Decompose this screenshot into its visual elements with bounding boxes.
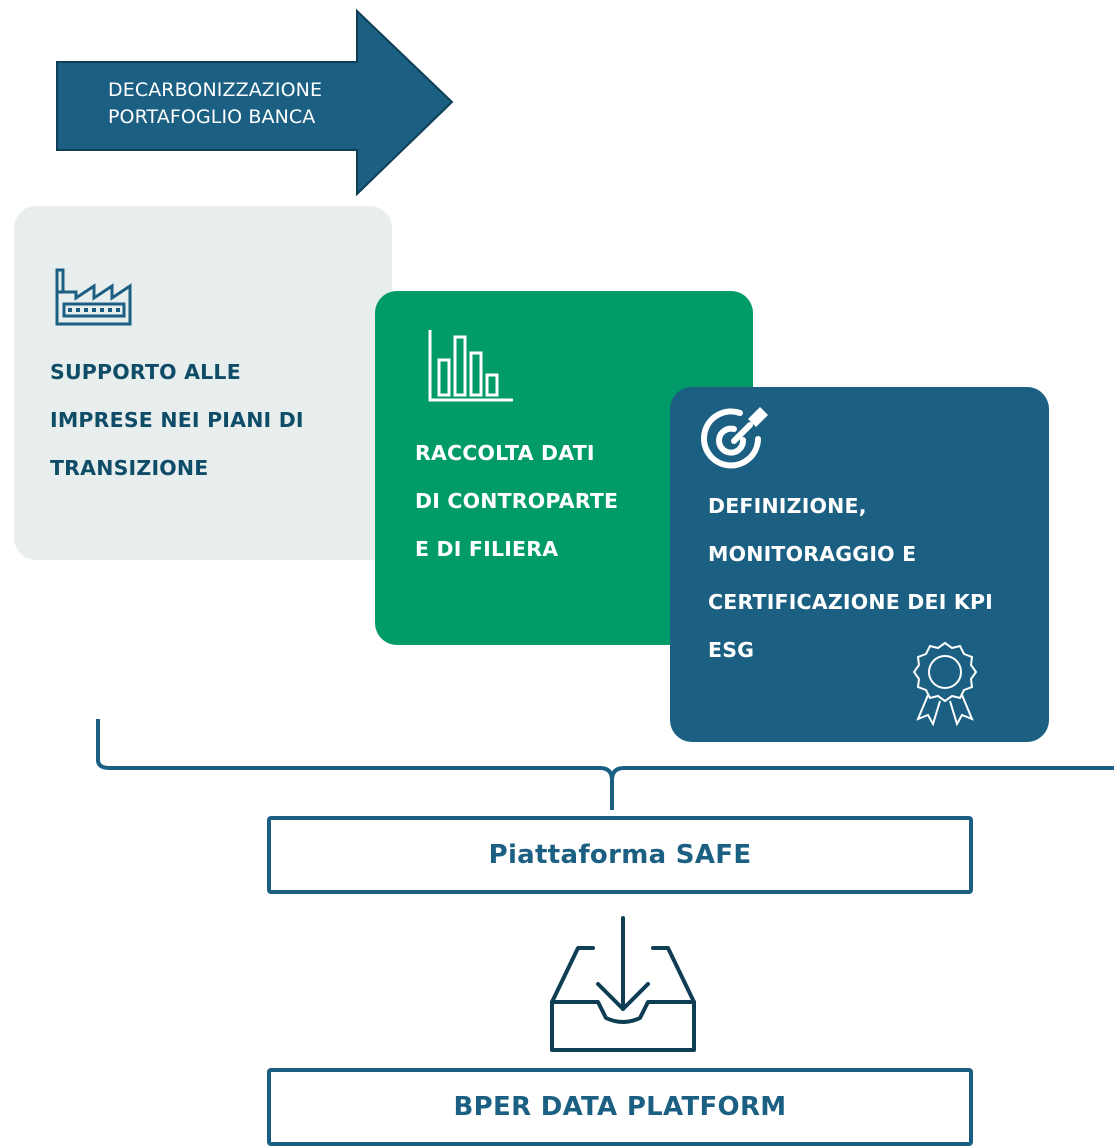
card-title-line: IMPRESE NEI PIANI DI <box>50 408 304 432</box>
card-transition-support: SUPPORTO ALLE IMPRESE NEI PIANI DI TRANS… <box>14 206 392 560</box>
safe-platform-label: Piattaforma SAFE <box>488 840 752 870</box>
card-title: SUPPORTO ALLE IMPRESE NEI PIANI DI TRANS… <box>50 348 304 492</box>
card-title-line: RACCOLTA DATI <box>415 441 595 465</box>
arrow-label-line-2: PORTAFOGLIO BANCA <box>108 106 316 128</box>
target-icon <box>701 407 768 469</box>
card-title-line: DI CONTROPARTE <box>415 489 619 513</box>
arrow-label-line-1: DECARBONIZZAZIONE <box>108 79 323 101</box>
safe-platform-box: Piattaforma SAFE <box>267 816 973 894</box>
card-title-line: MONITORAGGIO E <box>708 542 917 566</box>
bper-data-platform-label: BPER DATA PLATFORM <box>453 1092 787 1122</box>
inbox-download-icon <box>550 916 696 1052</box>
card-title-line: SUPPORTO ALLE <box>50 360 241 384</box>
card-title-line: TRANSIZIONE <box>50 456 209 480</box>
card-title: RACCOLTA DATI DI CONTROPARTE E DI FILIER… <box>415 429 618 573</box>
bper-data-platform-box: BPER DATA PLATFORM <box>267 1068 973 1146</box>
card-title: DEFINIZIONE, MONITORAGGIO E CERTIFICAZIO… <box>708 482 993 674</box>
card-title-line: CERTIFICAZIONE DEI KPI <box>708 590 994 614</box>
arrow-label: DECARBONIZZAZIONE PORTAFOGLIO BANCA <box>108 77 368 131</box>
grouping-bracket <box>96 719 1114 810</box>
card-title-line: DEFINIZIONE, <box>708 494 867 518</box>
decarbonization-arrow <box>56 8 454 197</box>
bar-chart-icon <box>428 330 513 402</box>
card-title-line: ESG <box>708 638 755 662</box>
card-title-line: E DI FILIERA <box>415 537 559 561</box>
card-kpi-definition: DEFINIZIONE, MONITORAGGIO E CERTIFICAZIO… <box>670 387 1049 742</box>
factory-icon <box>55 268 132 326</box>
award-ribbon-icon <box>912 641 978 727</box>
